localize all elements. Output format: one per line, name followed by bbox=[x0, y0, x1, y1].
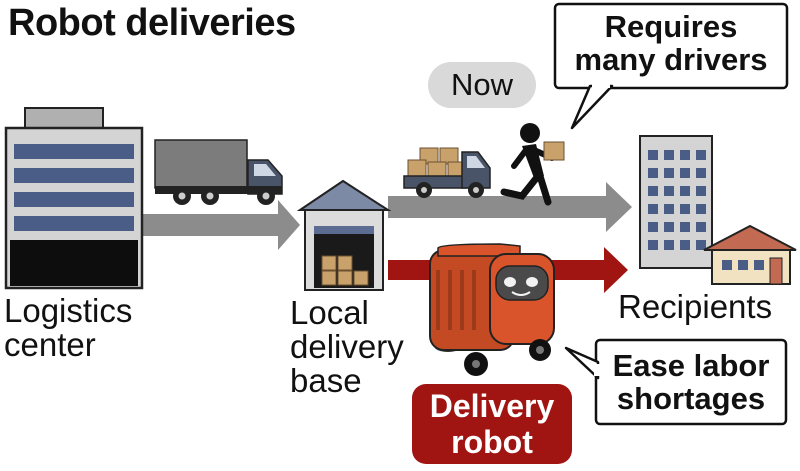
truck-icon bbox=[154, 139, 283, 205]
house-icon bbox=[703, 224, 797, 285]
now-pill: Now bbox=[428, 62, 536, 108]
page-title: Robot deliveries bbox=[8, 2, 296, 44]
label-base-line-3: base bbox=[290, 362, 362, 399]
robot-badge: Delivery robot bbox=[412, 384, 572, 464]
callout-drivers-line-1: Requires bbox=[604, 9, 738, 44]
label-logistics-line-2: center bbox=[4, 326, 96, 363]
label-base-line-1: Local bbox=[290, 294, 369, 331]
robot-badge-line-2: robot bbox=[451, 424, 533, 460]
robot-icon bbox=[429, 243, 555, 376]
callout-labor: Ease labor shortages bbox=[596, 349, 786, 415]
label-logistics-line-1: Logistics bbox=[4, 292, 133, 329]
label-recipients: Recipients bbox=[618, 288, 773, 325]
callout-drivers-line-2: many drivers bbox=[574, 42, 768, 77]
callout-labor-line-1: Ease labor bbox=[612, 348, 770, 383]
bubble-drivers bbox=[553, 2, 789, 130]
label-logistics-center: Logistics center bbox=[4, 294, 132, 362]
warehouse-icon bbox=[296, 179, 392, 291]
arrow-logistics-to-base bbox=[140, 200, 300, 250]
pickup-truck-icon bbox=[403, 147, 491, 198]
building-icon bbox=[4, 107, 144, 290]
bubble-labor bbox=[564, 338, 788, 426]
robot-badge-line-1: Delivery bbox=[429, 388, 555, 424]
label-base-line-2: delivery bbox=[290, 328, 404, 365]
callout-labor-line-2: shortages bbox=[616, 381, 766, 416]
arrow-base-to-recipients-now bbox=[388, 182, 632, 232]
courier-icon bbox=[500, 123, 565, 206]
callout-drivers: Requires many drivers bbox=[555, 10, 787, 76]
apartment-icon bbox=[639, 135, 713, 269]
label-local-delivery-base: Local delivery base bbox=[290, 296, 404, 398]
